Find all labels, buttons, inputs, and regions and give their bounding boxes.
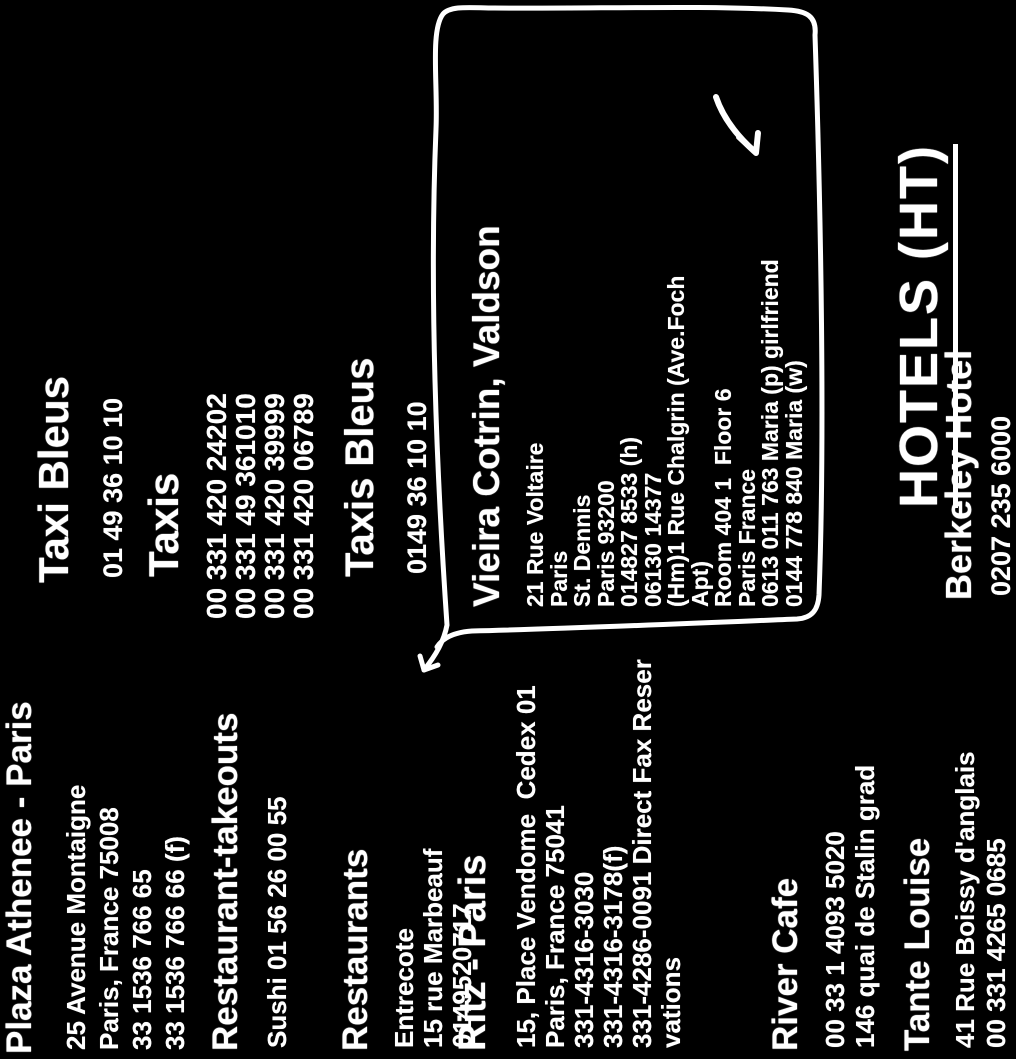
hand-drawn-arrowhead: [736, 130, 761, 156]
hand-drawn-arrow: [713, 94, 757, 154]
entry-heading: Taxis: [140, 472, 187, 577]
entry-heading: Ritz - Paris: [452, 854, 494, 1051]
entry-heading: Vieira Cotrin, Valdson: [466, 225, 507, 607]
hand-drawn-box-tail: [417, 653, 441, 673]
entry-heading: River Cafe: [766, 877, 805, 1051]
entry-heading: Berkeley Hotel: [938, 349, 979, 600]
entry-lines: Sushi 01 56 26 00 55: [262, 796, 292, 1048]
entry-heading: Restaurants: [336, 848, 375, 1051]
entry-heading: Taxis Bleus: [338, 357, 382, 577]
entry-heading: Taxi Bleus: [30, 376, 77, 583]
entry-heading: Tante Louise: [898, 837, 937, 1051]
entry-lines: 0207 235 6000: [986, 415, 1016, 596]
entry-heading: Plaza Athenee - Paris: [0, 701, 39, 1054]
entry-heading: Restaurant-takeouts: [206, 712, 245, 1051]
entry-lines: 0149 36 10 10: [402, 401, 432, 574]
entry-lines: 01 49 36 10 10: [98, 397, 128, 578]
entry-berkeley-hotel: Berkeley Hotel 0207 235 6000: [0, 350, 1016, 1059]
